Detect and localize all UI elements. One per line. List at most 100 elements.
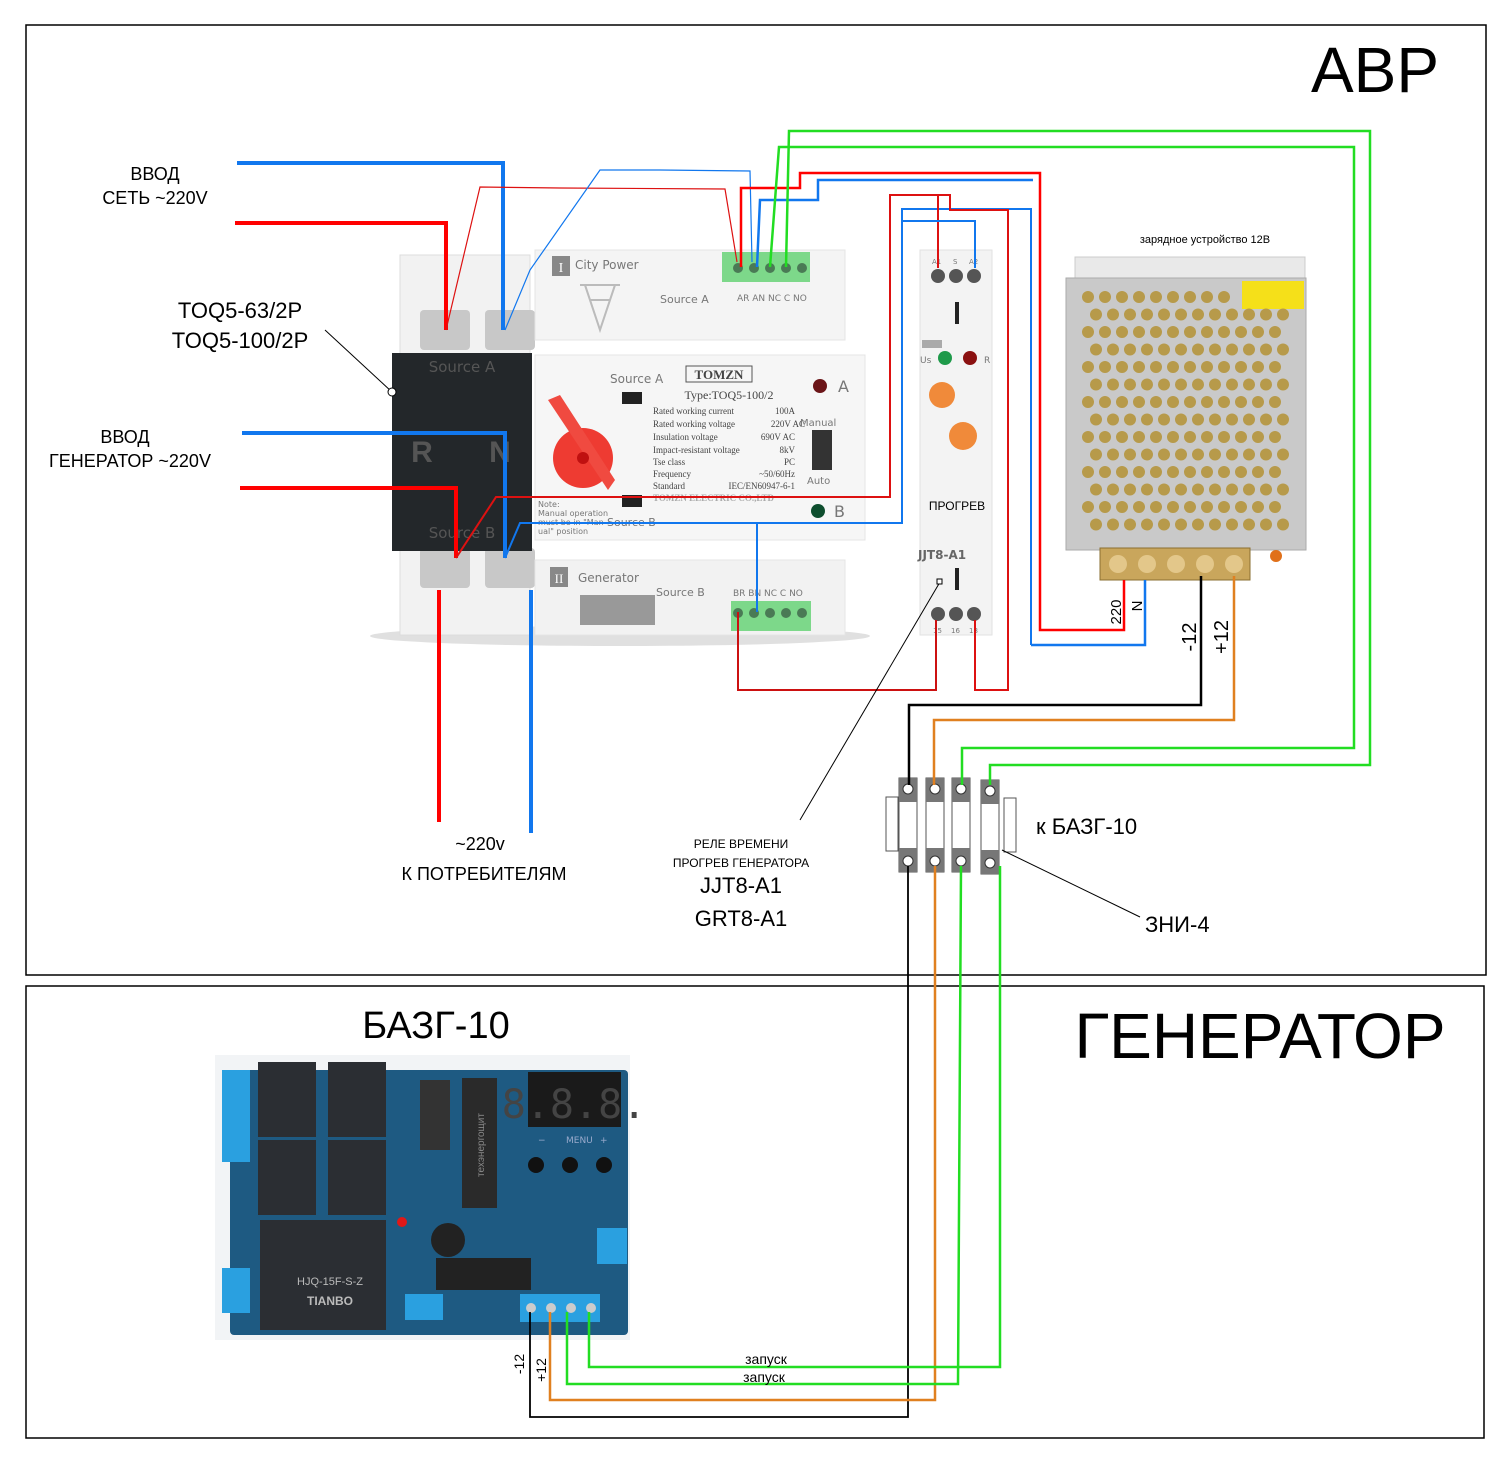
vent-hole [1243, 343, 1255, 356]
svg-text:A: A [838, 377, 849, 396]
svg-text:A1: A1 [932, 258, 941, 266]
terminal-a-n [485, 310, 535, 350]
svg-text:Rated working current: Rated working current [653, 406, 734, 416]
relay-1 [258, 1062, 316, 1137]
vent-hole [1107, 378, 1119, 391]
vent-hole [1133, 291, 1145, 303]
vent-hole [1141, 343, 1153, 356]
mode-switch[interactable] [812, 430, 832, 470]
vent-hole [1209, 308, 1221, 321]
controller-minus12-label: -12 [511, 1354, 527, 1374]
switch-cover [392, 353, 532, 551]
vent-hole [1235, 326, 1247, 338]
vent-hole [1116, 361, 1128, 373]
vent-hole [1235, 361, 1247, 373]
vent-hole [1192, 343, 1204, 356]
vent-hole [1201, 466, 1213, 478]
vent-hole [1277, 483, 1289, 496]
vent-hole [1260, 378, 1272, 391]
wire-gen-phase [240, 486, 458, 558]
gen-input-voltage: ГЕНЕРАТОР ~220V [49, 451, 211, 471]
vent-hole [1158, 308, 1170, 321]
svg-text:JJT8-A1: JJT8-A1 [917, 548, 966, 562]
led-r [963, 351, 977, 365]
callout-dot [387, 387, 397, 397]
timer-relay-subtitle: ПРОГРЕВ ГЕНЕРАТОРА [673, 856, 809, 870]
vent-hole [1252, 431, 1264, 443]
grid-input-voltage: СЕТЬ ~220V [102, 188, 207, 208]
vent-hole [1116, 501, 1128, 513]
button-menu[interactable] [562, 1157, 578, 1173]
vent-hole [1260, 308, 1272, 321]
vent-hole [1209, 448, 1221, 461]
controller-title: БАЗГ-10 [362, 1005, 509, 1047]
terminal-block-name: ЗНИ-4 [1145, 912, 1210, 937]
vent-hole [1107, 483, 1119, 496]
vent-hole [1124, 308, 1136, 321]
svg-text:City Power: City Power [575, 258, 639, 272]
vent-hole [1243, 308, 1255, 321]
grid-input-label: ВВОД [130, 164, 179, 184]
timer-relay-title: РЕЛЕ ВРЕМЕНИ [694, 837, 789, 851]
switch-handle[interactable] [548, 395, 615, 490]
button-minus[interactable] [528, 1157, 544, 1173]
vent-hole [1107, 518, 1119, 531]
button-plus[interactable] [596, 1157, 612, 1173]
vent-hole [1184, 326, 1196, 338]
vent-hole [1192, 448, 1204, 461]
vent-hole [1277, 448, 1289, 461]
vent-hole [1226, 378, 1238, 391]
vent-hole [1090, 413, 1102, 426]
vent-hole [1107, 343, 1119, 356]
svg-text:TIANBO: TIANBO [307, 1294, 353, 1308]
vent-hole [1277, 308, 1289, 321]
fuse-holder [436, 1258, 531, 1290]
avr-frame [25, 24, 1487, 976]
vent-hole [1167, 501, 1179, 513]
vent-hole [1252, 361, 1264, 373]
vent-hole [1141, 483, 1153, 496]
vent-hole [1167, 396, 1179, 408]
vent-hole [1124, 448, 1136, 461]
vent-hole [1150, 326, 1162, 338]
vent-hole [1133, 396, 1145, 408]
time-range-dial[interactable] [929, 382, 955, 408]
vent-hole [1277, 378, 1289, 391]
terminal-block-zni4 [885, 777, 1017, 875]
terminal-b-r [420, 548, 470, 588]
svg-text:BR BN NC C NO: BR BN NC C NO [733, 589, 803, 599]
time-adjust-dial[interactable] [949, 422, 977, 450]
vent-hole [1158, 483, 1170, 496]
svg-text:IEC/EN60947-6-1: IEC/EN60947-6-1 [729, 481, 796, 491]
vent-hole [1124, 413, 1136, 426]
vent-hole [1235, 431, 1247, 443]
connector-xt1 [222, 1070, 250, 1162]
mcu-chip [462, 1078, 497, 1208]
charger-title: зарядное устройство 12В [1140, 234, 1270, 246]
ic-chip [420, 1080, 450, 1150]
vent-hole [1201, 326, 1213, 338]
vent-hole [1269, 431, 1281, 443]
vent-hole [1201, 291, 1213, 303]
vent-hole [1158, 378, 1170, 391]
start-wire-label-1: запуск [745, 1351, 788, 1367]
indicator-b-led [811, 504, 825, 518]
timer-relay-model-1: JJT8-A1 [700, 873, 782, 898]
vent-hole [1133, 431, 1145, 443]
vent-hole [1209, 518, 1221, 531]
relay-2 [328, 1062, 386, 1137]
svg-text:ual" position: ual" position [538, 527, 588, 536]
vent-hole [1226, 343, 1238, 356]
terminal-minus12-label: -12 [1179, 623, 1201, 652]
vent-hole [1269, 466, 1281, 478]
vent-hole [1192, 308, 1204, 321]
terminal-n-label: N [1129, 601, 1146, 612]
svg-text:Impact-resistant voltage: Impact-resistant voltage [653, 445, 740, 455]
vent-hole [1260, 343, 1272, 356]
terminal-220-label: 220 [1108, 599, 1125, 624]
vent-hole [1133, 466, 1145, 478]
vent-hole [1167, 326, 1179, 338]
vent-hole [1175, 483, 1187, 496]
